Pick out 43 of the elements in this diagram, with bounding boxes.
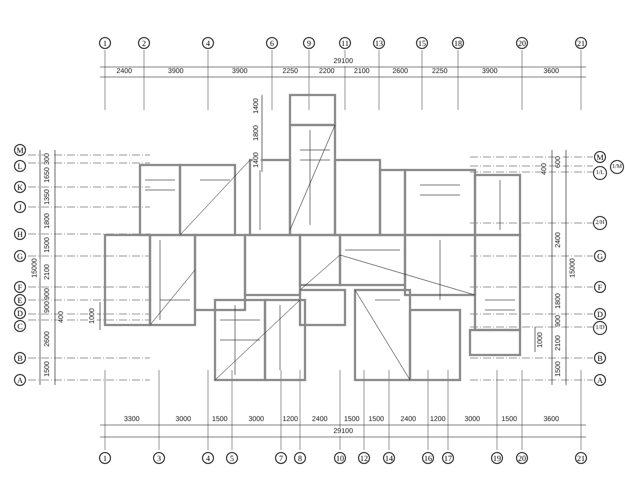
axis-bubble: 16 [422,452,434,464]
axis-bubble: D [14,307,26,319]
axis-bubble: A [14,374,26,386]
axis-bubble: 18 [452,37,464,49]
axis-bubble: B [14,352,26,364]
axis-bubble: 20 [516,452,528,464]
axis-bubble: 7 [275,452,287,464]
axis-bubble: 14 [383,452,395,464]
axis-bubble: 1 [99,37,111,49]
axis-bubble: M [14,144,26,156]
axis-bubble: F [594,281,606,293]
axis-bubble: 11 [339,37,351,49]
axis-bubble: 21 [575,37,587,49]
axis-bubble: E [14,294,26,306]
axis-bubble: K [14,181,26,193]
axis-bubble: B [594,352,606,364]
axis-bubble: D [594,308,606,320]
axis-bubble: G [594,250,606,262]
axis-bubble: J [14,201,26,213]
axis-bubble: 13 [373,37,385,49]
axis-bubble: C [14,320,26,332]
axis-bubble: A [594,374,606,386]
axis-bubble: 3 [153,452,165,464]
axis-bubble: 20 [516,37,528,49]
axis-bubble: 19 [491,452,503,464]
axis-bubble: 10 [334,452,346,464]
axis-bubble: 12 [358,452,370,464]
axis-bubble: 2 [138,37,150,49]
axis-bubble: L [14,160,26,172]
axis-bubble: 4 [202,452,214,464]
axis-bubble: 9 [303,37,315,49]
axis-bubble: 21 [575,452,587,464]
axis-bubble: 5 [226,452,238,464]
axis-bubble: F [14,281,26,293]
axis-bubble: 1 [99,452,111,464]
axis-bubble: H [14,228,26,240]
axis-bubble: G [14,250,26,262]
axis-bubble: 15 [416,37,428,49]
axis-bubble: 4 [202,37,214,49]
axis-bubble: 17 [442,452,454,464]
axis-bubble: M [594,151,606,163]
axis-bubble: 8 [294,452,306,464]
axis-bubble: 6 [266,37,278,49]
